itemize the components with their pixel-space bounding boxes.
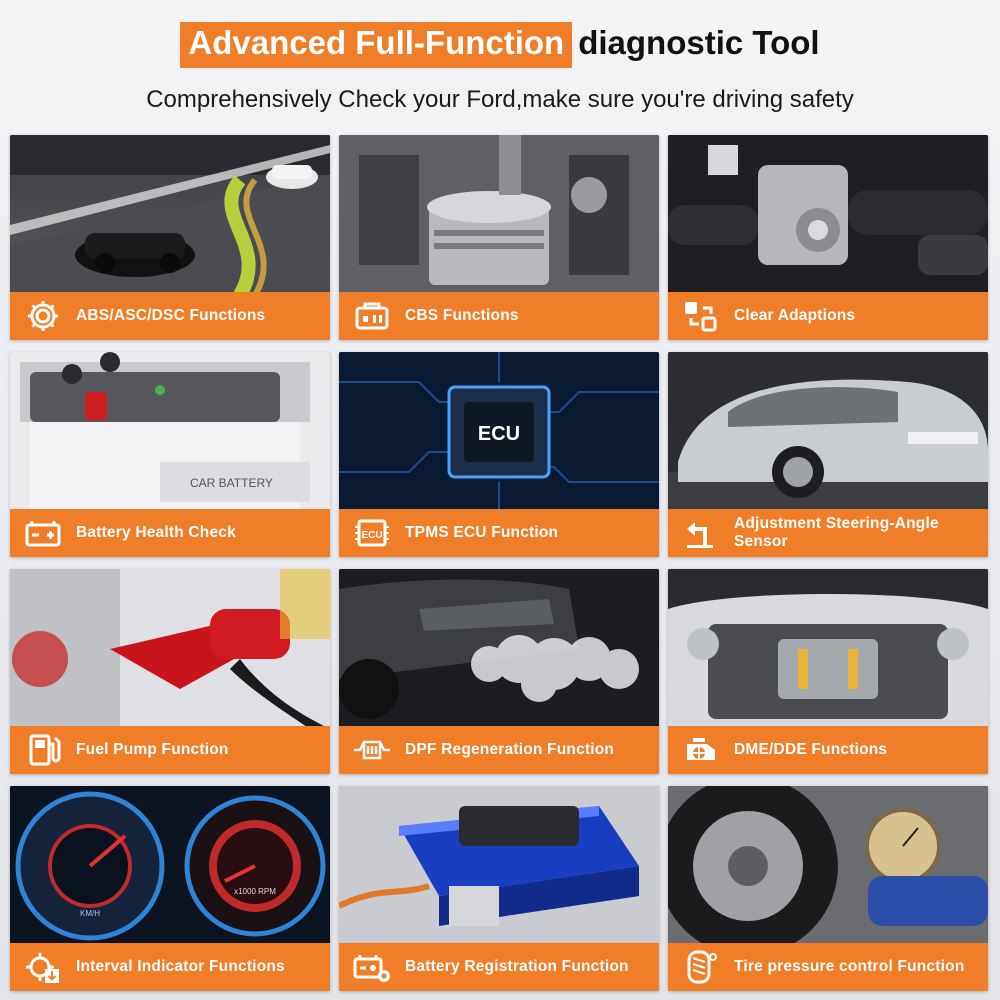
ecu-photo-text: ECU	[478, 423, 520, 445]
feature-label: Interval Indicator Functions	[76, 958, 285, 975]
feature-label: DME/DDE Functions	[734, 741, 888, 758]
feature-label: Tire pressure control Function	[734, 958, 965, 975]
photo-engine-bay	[668, 569, 988, 729]
service-box-icon	[339, 292, 405, 340]
feature-label: Fuel Pump Function	[76, 741, 229, 758]
speedo-unit-text: KM/H	[80, 909, 100, 918]
photo-speedometer: KM/H x1000 RPM	[10, 786, 330, 946]
feature-label: Battery Registration Function	[405, 958, 629, 975]
photo-exhaust-smoke	[339, 569, 659, 729]
feature-card-fuel-pump: Fuel Pump Function	[10, 569, 330, 774]
fuel-pump-icon	[10, 726, 76, 774]
feature-band: Battery Health Check	[10, 509, 330, 557]
feature-band: Interval Indicator Functions	[10, 943, 330, 991]
battery-gear-icon	[339, 943, 405, 991]
gear-icon	[10, 292, 76, 340]
reset-blocks-icon	[668, 292, 734, 340]
photo-tire-gauge	[668, 786, 988, 946]
svg-text:ECU: ECU	[361, 530, 382, 541]
rpm-unit-text: x1000 RPM	[234, 887, 276, 896]
feature-band: Adjustment Steering-Angle Sensor	[668, 509, 988, 557]
feature-card-tpms-ecu: ECU ECU TPMS ECU Function	[339, 352, 659, 557]
photo-ecu-board: ECU	[339, 352, 659, 512]
feature-band: CBS Functions	[339, 292, 659, 340]
feature-card-tire-pressure: Tire pressure control Function	[668, 786, 988, 991]
feature-card-clear-adaptions: Clear Adaptions	[668, 135, 988, 340]
photo-engine-piston	[339, 135, 659, 295]
feature-band: Fuel Pump Function	[10, 726, 330, 774]
photo-car-battery: CAR BATTERY	[10, 352, 330, 512]
feature-label: TPMS ECU Function	[405, 524, 559, 541]
gear-download-icon	[10, 943, 76, 991]
feature-band: ECU TPMS ECU Function	[339, 509, 659, 557]
feature-card-dpf: DPF Regeneration Function	[339, 569, 659, 774]
feature-card-dme-dde: DME/DDE Functions	[668, 569, 988, 774]
feature-label: Battery Health Check	[76, 524, 236, 541]
photo-throttle-body	[668, 135, 988, 295]
feature-card-abs: ABS/ASC/DSC Functions	[10, 135, 330, 340]
feature-card-battery-registration: Battery Registration Function	[339, 786, 659, 991]
feature-label: Adjustment Steering-Angle Sensor	[734, 515, 939, 550]
turn-arrow-icon	[668, 509, 734, 557]
photo-ev-battery	[339, 786, 659, 946]
feature-card-interval-indicator: KM/H x1000 RPM Interval Indicator Functi…	[10, 786, 330, 991]
feature-card-steering-angle: Adjustment Steering-Angle Sensor	[668, 352, 988, 557]
feature-label: ABS/ASC/DSC Functions	[76, 307, 266, 324]
feature-grid: ABS/ASC/DSC Functions CBS Functions	[10, 135, 988, 991]
title-rest: diagnostic Tool	[578, 24, 820, 61]
feature-band: Clear Adaptions	[668, 292, 988, 340]
dpf-filter-icon	[339, 726, 405, 774]
photo-car-on-road	[10, 135, 330, 295]
battery-icon	[10, 509, 76, 557]
title-highlight: Advanced Full-Function	[180, 22, 573, 68]
tire-icon	[668, 943, 734, 991]
feature-label: DPF Regeneration Function	[405, 741, 615, 758]
feature-label: CBS Functions	[405, 307, 519, 324]
feature-band: ABS/ASC/DSC Functions	[10, 292, 330, 340]
photo-fuel-nozzle	[10, 569, 330, 729]
photo-silver-car	[668, 352, 988, 512]
battery-photo-text: CAR BATTERY	[190, 476, 273, 490]
engine-fan-icon	[668, 726, 734, 774]
feature-band: Tire pressure control Function	[668, 943, 988, 991]
feature-card-cbs: CBS Functions	[339, 135, 659, 340]
ecu-chip-icon: ECU	[339, 509, 405, 557]
feature-band: DPF Regeneration Function	[339, 726, 659, 774]
feature-card-battery-health: CAR BATTERY Battery Health Check	[10, 352, 330, 557]
feature-label: Clear Adaptions	[734, 307, 856, 324]
page-subtitle: Comprehensively Check your Ford,make sur…	[146, 86, 854, 113]
feature-band: Battery Registration Function	[339, 943, 659, 991]
feature-band: DME/DDE Functions	[668, 726, 988, 774]
